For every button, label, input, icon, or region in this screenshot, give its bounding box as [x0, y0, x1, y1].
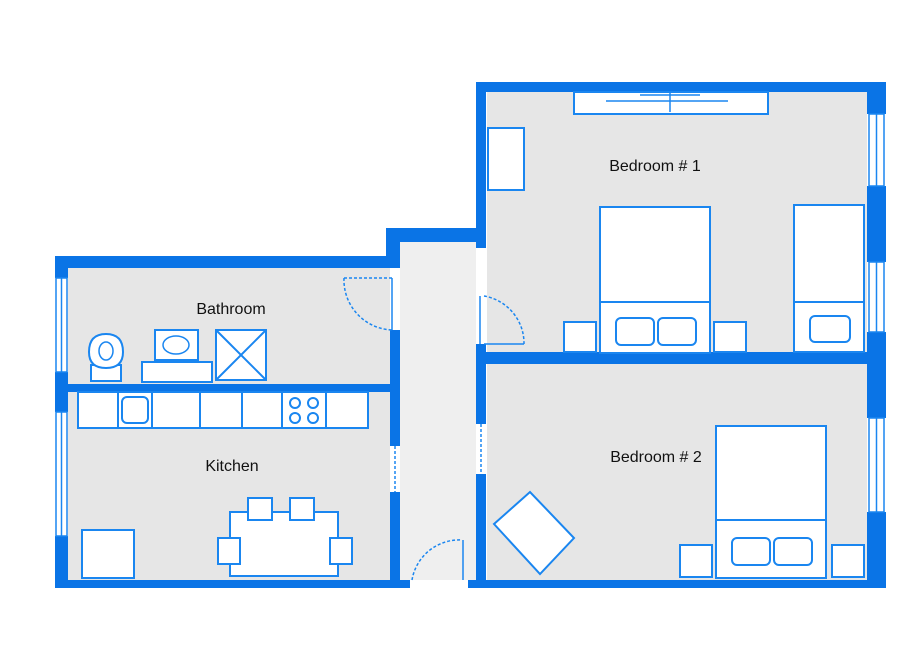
nightstand — [563, 321, 597, 353]
bathroom-fixtures — [87, 329, 267, 383]
wall — [476, 474, 486, 588]
wall — [468, 580, 886, 588]
wall — [390, 492, 400, 588]
dining-chair — [289, 497, 315, 521]
wall — [386, 228, 486, 242]
wall — [867, 332, 886, 418]
wall — [55, 580, 410, 588]
wall — [386, 228, 400, 268]
shower-cross — [215, 329, 267, 381]
wall — [476, 82, 886, 92]
fridge — [81, 529, 135, 579]
bedroom1-label: Bedroom # 1 — [609, 158, 701, 175]
wall — [476, 352, 876, 364]
wall — [55, 384, 400, 392]
basin-bowl — [162, 335, 190, 355]
pillow — [615, 317, 655, 346]
nightstand — [679, 544, 713, 578]
wall — [867, 512, 886, 588]
bathroom-door — [343, 277, 393, 331]
stove-burner — [307, 397, 319, 409]
wall — [476, 344, 486, 424]
sink — [121, 396, 149, 424]
dining-chair — [329, 537, 353, 565]
entrance-door — [411, 539, 463, 581]
bedroom2-furniture — [492, 425, 865, 579]
bedroom2-label: Bedroom # 2 — [610, 449, 702, 466]
wall — [867, 186, 886, 262]
wardrobe — [573, 91, 769, 115]
wall — [55, 256, 397, 268]
kitchen-fixtures — [77, 391, 369, 579]
dining-chair — [217, 537, 241, 565]
stove-burner — [307, 412, 319, 424]
wall — [867, 82, 886, 114]
stove-burner — [289, 412, 301, 424]
dining-chair — [247, 497, 273, 521]
desk — [487, 127, 525, 191]
nightstand — [713, 321, 747, 353]
doors — [343, 277, 525, 581]
dining-table — [229, 511, 339, 577]
windows — [55, 113, 885, 537]
toilet-seat — [98, 341, 114, 361]
nightstand — [831, 544, 865, 578]
armchair — [492, 490, 576, 576]
hallway-floor — [400, 242, 476, 580]
vanity-counter — [141, 361, 213, 383]
kitchen-label: Kitchen — [205, 458, 258, 475]
stove-burner — [289, 397, 301, 409]
walls — [55, 82, 886, 588]
bathroom-label: Bathroom — [196, 301, 265, 318]
bedroom1-door — [483, 295, 525, 345]
wall — [476, 82, 486, 248]
pillow — [731, 537, 771, 566]
pillow — [809, 315, 851, 343]
pillow — [773, 537, 813, 566]
pillow — [657, 317, 697, 346]
bedroom1-furniture — [487, 91, 865, 354]
wall — [55, 536, 68, 588]
